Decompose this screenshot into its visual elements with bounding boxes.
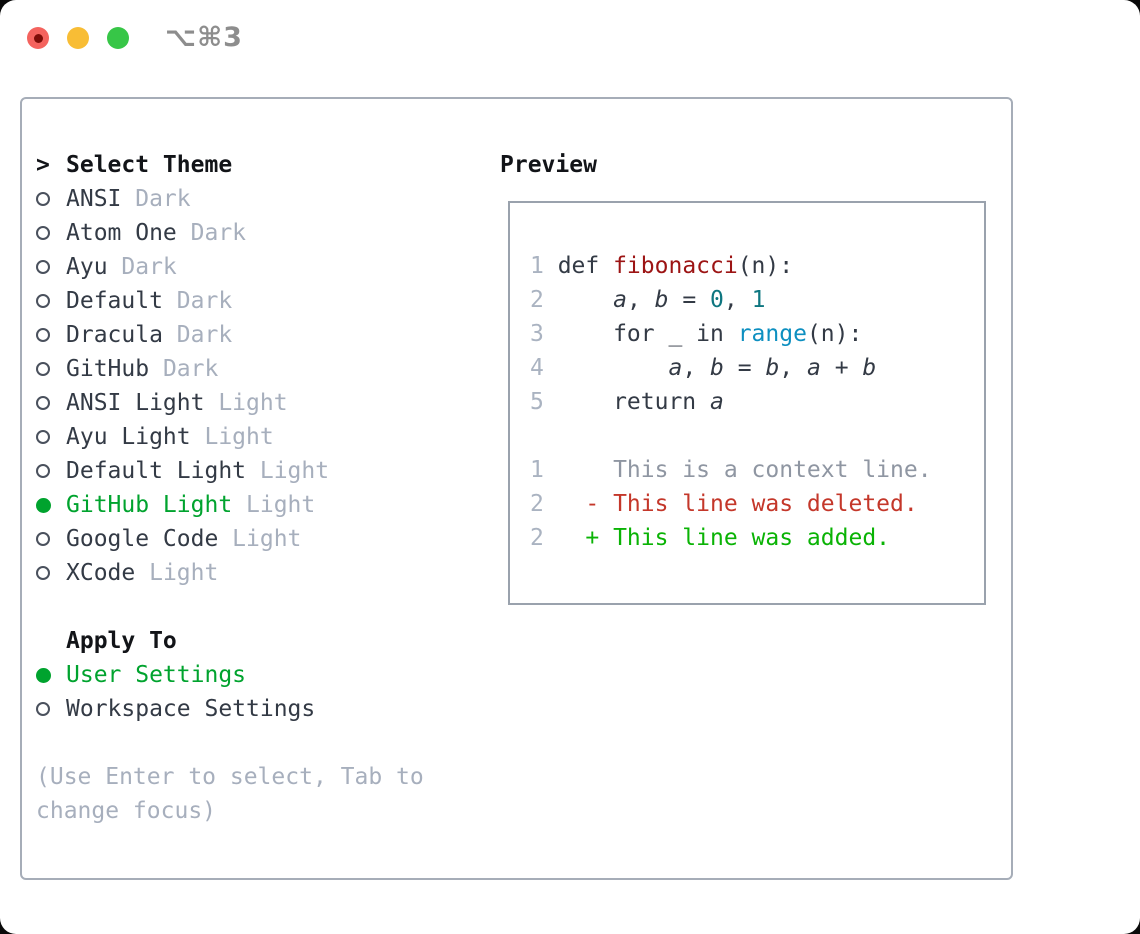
spacer <box>36 726 424 760</box>
theme-name: Dracula <box>66 322 163 348</box>
theme-name: GitHub <box>66 356 150 382</box>
close-button[interactable] <box>27 27 49 49</box>
apply-option-label: Workspace Settings <box>66 696 316 722</box>
theme-option[interactable]: ANSI Dark <box>36 182 424 216</box>
code-line: 4 a, b = b, a + b <box>530 351 984 385</box>
theme-variant: Light <box>218 390 288 416</box>
diff-line: 2 - This line was deleted. <box>530 487 984 521</box>
close-dot-icon <box>33 33 43 43</box>
diff-line: 1 This is a context line. <box>530 453 984 487</box>
apply-option[interactable]: Workspace Settings <box>36 692 424 726</box>
apply-to-title: Apply To <box>66 628 177 654</box>
select-theme-title: Select Theme <box>66 152 233 178</box>
code-line: 5 return a <box>530 385 984 419</box>
radio-icon <box>36 430 50 444</box>
theme-name: ANSI <box>66 186 122 212</box>
theme-name: Google Code <box>66 526 219 552</box>
code-line: 2 a, b = 0, 1 <box>530 283 984 317</box>
theme-variant: Dark <box>190 220 247 246</box>
theme-option[interactable]: Default Dark <box>36 284 424 318</box>
theme-name: Default <box>66 288 163 314</box>
theme-variant: Dark <box>176 288 233 314</box>
theme-option[interactable]: ANSI Light Light <box>36 386 424 420</box>
theme-variant: Light <box>204 424 274 450</box>
apply-option[interactable]: User Settings <box>36 658 424 692</box>
theme-variant: Dark <box>176 322 233 348</box>
zoom-button[interactable] <box>107 27 129 49</box>
line-number: 2 <box>530 491 544 517</box>
theme-name: XCode <box>66 560 136 586</box>
radio-icon <box>36 260 50 274</box>
radio-icon <box>36 702 50 716</box>
theme-name: Ayu Light <box>66 424 191 450</box>
radio-icon <box>36 532 50 546</box>
diff-line: 2 + This line was added. <box>530 521 984 555</box>
line-number: 1 <box>530 253 544 279</box>
radio-selected-icon <box>36 667 51 683</box>
radio-icon <box>36 464 50 478</box>
preview-title: Preview <box>500 152 597 178</box>
theme-option[interactable]: Google Code Light <box>36 522 424 556</box>
minimize-button[interactable] <box>67 27 89 49</box>
radio-icon <box>36 566 50 580</box>
theme-option[interactable]: XCode Light <box>36 556 424 590</box>
theme-option[interactable]: Ayu Dark <box>36 250 424 284</box>
apply-to-header: Apply To <box>36 624 424 658</box>
theme-name: Default Light <box>66 458 247 484</box>
theme-option[interactable]: Dracula Dark <box>36 318 424 352</box>
theme-option[interactable]: Ayu Light Light <box>36 420 424 454</box>
keyboard-shortcut-label: ⌥⌘3 <box>165 22 243 53</box>
radio-selected-icon <box>36 497 51 513</box>
line-number: 5 <box>530 389 544 415</box>
theme-name: Atom One <box>66 220 177 246</box>
hint-line: change focus) <box>36 798 217 824</box>
radio-icon <box>36 362 50 376</box>
radio-icon <box>36 328 50 342</box>
hint-text: (Use Enter to select, Tab to change focus… <box>36 760 424 828</box>
theme-variant: Light <box>232 526 302 552</box>
apply-option-label: User Settings <box>66 662 247 688</box>
hint-line: (Use Enter to select, Tab to <box>36 764 424 790</box>
line-number: 2 <box>530 525 544 551</box>
radio-icon <box>36 192 50 206</box>
select-theme-header: > Select Theme <box>36 148 424 182</box>
theme-option[interactable]: Default Light Light <box>36 454 424 488</box>
radio-icon <box>36 226 50 240</box>
theme-option[interactable]: GitHub Dark <box>36 352 424 386</box>
theme-variant: Dark <box>135 186 191 212</box>
theme-variant: Light <box>149 560 219 586</box>
line-number: 3 <box>530 321 544 347</box>
theme-name: ANSI Light <box>66 390 205 416</box>
theme-option[interactable]: GitHub Light Light <box>36 488 424 522</box>
radio-icon <box>36 396 50 410</box>
theme-variant: Light <box>259 458 330 484</box>
theme-variant: Dark <box>162 356 219 382</box>
theme-variant: Light <box>246 492 316 518</box>
theme-name: Ayu <box>66 254 108 280</box>
line-number: 1 <box>530 457 544 483</box>
theme-variant: Dark <box>121 254 177 280</box>
spacer <box>36 590 424 624</box>
theme-option[interactable]: Atom One Dark <box>36 216 424 250</box>
line-number: 2 <box>530 287 544 313</box>
line-number: 4 <box>530 355 544 381</box>
window-controls <box>27 27 129 49</box>
theme-name: GitHub Light <box>66 492 233 518</box>
code-line: 3 for _ in range(n): <box>530 317 984 351</box>
radio-icon <box>36 294 50 308</box>
diff-preview: 1 This is a context line.2 - This line w… <box>530 453 984 555</box>
spacer <box>530 419 984 453</box>
prompt-caret-icon: > <box>36 152 50 178</box>
